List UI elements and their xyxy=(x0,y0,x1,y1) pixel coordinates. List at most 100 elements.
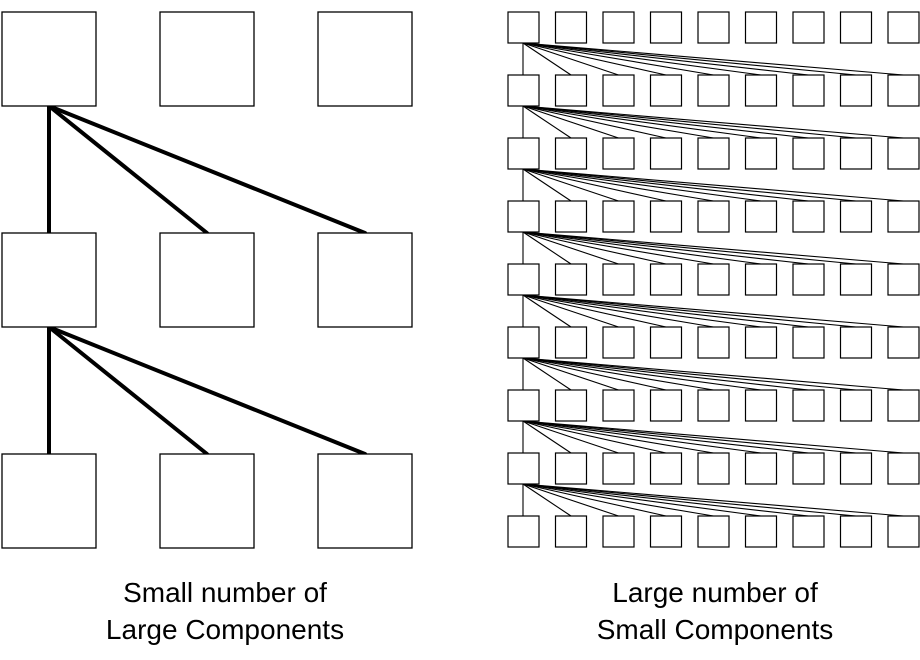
left-caption-line-2: Large Components xyxy=(105,614,345,645)
small-component-box xyxy=(649,452,683,485)
small-component-connection xyxy=(522,420,810,454)
large-component-box xyxy=(1,453,97,549)
small-component-connection xyxy=(522,294,857,328)
small-component-connection xyxy=(522,357,667,391)
small-component-box xyxy=(839,389,873,422)
small-component-box xyxy=(792,11,825,44)
small-component-connection xyxy=(522,420,762,454)
small-component-box xyxy=(602,263,635,296)
small-component-box xyxy=(507,263,540,296)
large-component-box xyxy=(159,453,255,549)
small-component-connection xyxy=(522,420,857,454)
small-component-box xyxy=(792,263,825,296)
small-component-connection xyxy=(522,357,762,391)
small-component-box xyxy=(839,452,873,485)
small-component-box xyxy=(697,263,730,296)
small-component-box xyxy=(839,74,873,107)
small-component-box xyxy=(554,11,588,44)
small-component-connection xyxy=(522,42,762,76)
small-component-box xyxy=(744,452,778,485)
large-component-box xyxy=(317,11,413,107)
small-component-connection xyxy=(522,105,572,139)
large-component-grid xyxy=(1,11,413,549)
large-component-connection xyxy=(47,104,367,235)
small-component-box xyxy=(744,137,778,170)
small-component-box xyxy=(744,515,778,548)
small-component-connection xyxy=(522,483,905,517)
small-components-panel xyxy=(507,11,920,548)
small-component-connection xyxy=(522,231,810,265)
small-component-box xyxy=(744,74,778,107)
small-component-box xyxy=(602,74,635,107)
small-component-box xyxy=(649,515,683,548)
small-component-connection xyxy=(522,168,762,202)
small-component-connection xyxy=(522,357,810,391)
small-component-box xyxy=(697,11,730,44)
small-component-connection xyxy=(522,483,762,517)
small-component-box xyxy=(887,263,920,296)
small-component-connection xyxy=(522,231,620,265)
small-component-connection xyxy=(522,168,620,202)
small-component-box xyxy=(649,326,683,359)
small-component-connection xyxy=(522,42,572,76)
small-component-box xyxy=(792,326,825,359)
small-component-box xyxy=(744,326,778,359)
small-component-box xyxy=(792,200,825,233)
small-component-box xyxy=(839,11,873,44)
small-component-connection xyxy=(522,294,572,328)
small-component-box xyxy=(839,137,873,170)
small-component-connection xyxy=(522,168,572,202)
left-caption: Small number of Large Components xyxy=(40,574,410,648)
small-component-box xyxy=(554,326,588,359)
small-component-connection xyxy=(522,294,905,328)
small-component-connection xyxy=(522,231,572,265)
small-component-connection xyxy=(522,105,810,139)
small-component-connection xyxy=(522,168,715,202)
large-component-box xyxy=(317,232,413,328)
small-component-connection xyxy=(522,168,667,202)
small-component-box xyxy=(839,200,873,233)
small-component-connection xyxy=(522,231,762,265)
small-component-connection xyxy=(522,420,667,454)
small-component-box xyxy=(554,137,588,170)
small-component-box xyxy=(649,11,683,44)
small-component-box xyxy=(649,389,683,422)
small-component-connection xyxy=(522,42,715,76)
small-component-box xyxy=(602,137,635,170)
small-component-connection xyxy=(522,294,620,328)
small-component-box xyxy=(554,452,588,485)
large-components-panel xyxy=(1,11,413,549)
small-component-box xyxy=(792,452,825,485)
small-component-box xyxy=(507,389,540,422)
small-component-box xyxy=(697,74,730,107)
small-component-box xyxy=(697,452,730,485)
small-component-box xyxy=(697,137,730,170)
small-component-connection xyxy=(522,42,667,76)
small-component-box xyxy=(602,515,635,548)
small-component-box xyxy=(887,74,920,107)
small-component-connection xyxy=(522,357,620,391)
small-component-box xyxy=(744,389,778,422)
small-component-connection xyxy=(522,420,715,454)
small-component-connection xyxy=(522,42,620,76)
small-component-box xyxy=(649,263,683,296)
small-component-connection xyxy=(522,357,857,391)
small-component-box xyxy=(554,389,588,422)
small-component-box xyxy=(744,11,778,44)
small-component-box xyxy=(887,137,920,170)
small-component-box xyxy=(792,137,825,170)
small-component-box xyxy=(744,263,778,296)
small-component-box xyxy=(507,137,540,170)
small-component-connection xyxy=(522,420,572,454)
large-component-connections xyxy=(47,104,367,456)
small-component-connections xyxy=(522,42,905,517)
small-component-box xyxy=(887,452,920,485)
large-component-connection xyxy=(47,325,367,456)
small-component-connection xyxy=(522,231,905,265)
small-component-box xyxy=(507,515,540,548)
small-component-connection xyxy=(522,42,857,76)
small-component-box xyxy=(649,200,683,233)
small-component-box xyxy=(792,515,825,548)
small-component-box xyxy=(602,389,635,422)
